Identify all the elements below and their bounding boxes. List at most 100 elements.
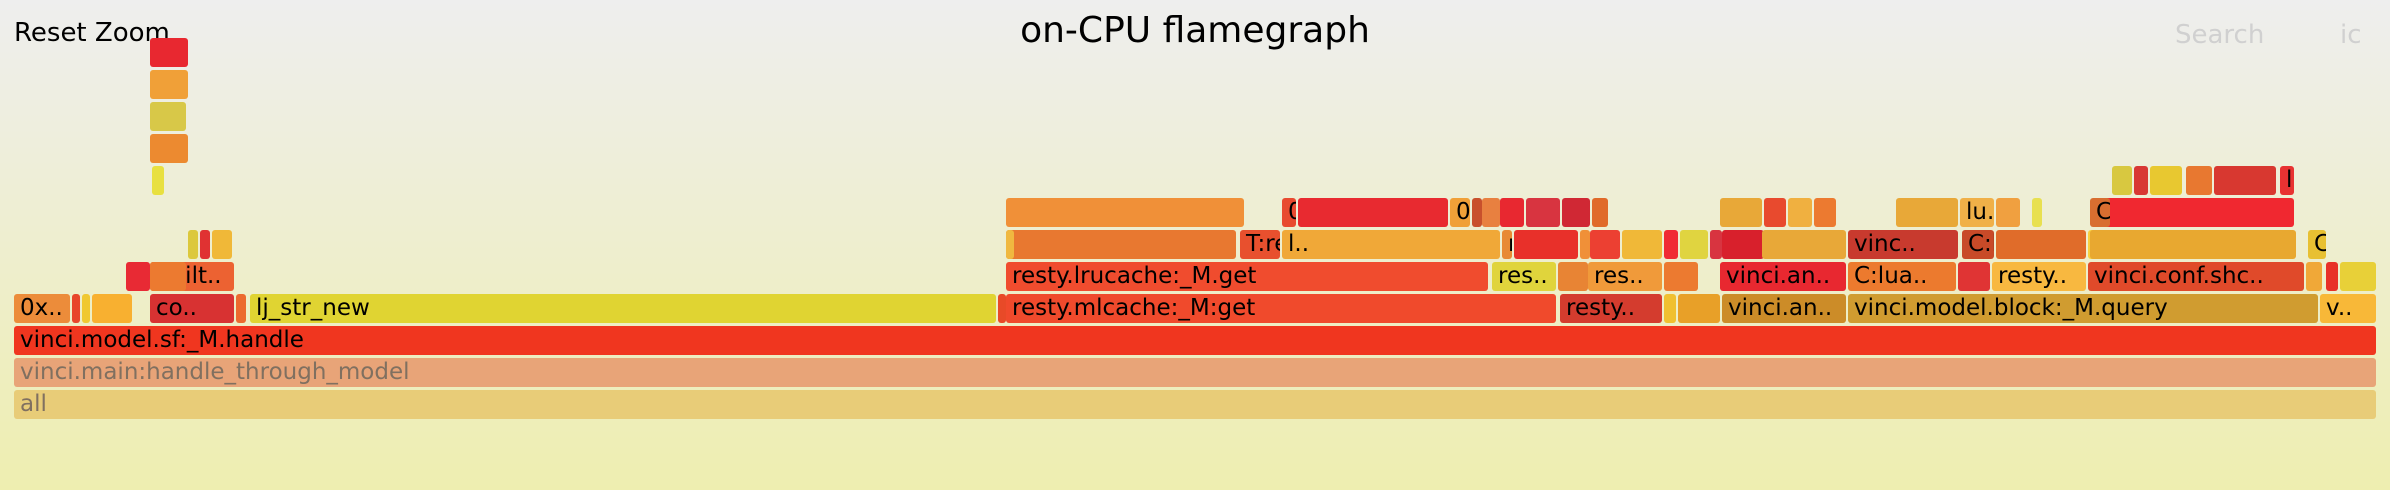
frame[interactable] xyxy=(152,166,164,195)
frame-0x7f9a845fbb1d[interactable]: 0x7f9a845fbb1d xyxy=(1282,198,1296,227)
frame[interactable] xyxy=(2214,166,2276,195)
frame-vinci-model-block-m-query[interactable]: vinci.model.block:_M.query xyxy=(1848,294,2318,323)
frame-res[interactable]: res.. xyxy=(1492,262,1556,291)
frame-all[interactable]: all xyxy=(14,390,2376,419)
frame[interactable] xyxy=(188,230,198,259)
frame[interactable] xyxy=(126,262,150,291)
frame[interactable] xyxy=(212,230,232,259)
frame[interactable] xyxy=(2186,166,2212,195)
frame[interactable] xyxy=(1680,230,1708,259)
frame[interactable] xyxy=(200,230,210,259)
frame[interactable] xyxy=(1814,198,1836,227)
frame[interactable] xyxy=(1558,262,1588,291)
frame[interactable] xyxy=(1006,198,1244,227)
frame-c-luaopen-cj[interactable]: C:luaopen_cj.. xyxy=(2308,230,2326,259)
frame[interactable] xyxy=(1500,198,1524,227)
frame[interactable] xyxy=(1958,262,1990,291)
frame-label: resty.. xyxy=(1566,295,1636,321)
frame-label: C:lua.. xyxy=(1854,263,1928,289)
frame[interactable] xyxy=(2150,166,2182,195)
frame-vinci-model-sf-m-handle[interactable]: vinci.model.sf:_M.handle xyxy=(14,326,2376,355)
frame-vinci-conf-shc[interactable]: vinci.conf.shc.. xyxy=(2088,262,2304,291)
frame-label: resty.lrucache:_M.get xyxy=(1012,263,1257,289)
frame-resty-lrucache-m-get[interactable]: resty.lrucache:_M.get xyxy=(1006,262,1488,291)
frame-v[interactable]: v.. xyxy=(2320,294,2376,323)
frame[interactable] xyxy=(2094,198,2294,227)
frame[interactable] xyxy=(2112,166,2132,195)
frame[interactable] xyxy=(150,262,186,291)
frame-label: vinci.model.sf:_M.handle xyxy=(20,327,304,353)
frame-lj-str-new[interactable]: lj_str_new xyxy=(250,294,996,323)
frame-c-lua[interactable]: C:lua.. xyxy=(1848,262,1956,291)
frame[interactable] xyxy=(1526,198,1560,227)
frame-0x[interactable]: 0x.. xyxy=(14,294,70,323)
frame[interactable] xyxy=(1472,198,1482,227)
frame[interactable] xyxy=(1664,230,1678,259)
frame[interactable] xyxy=(2306,262,2322,291)
frame-vinci-an[interactable]: vinci.an.. xyxy=(1720,262,1846,291)
frame[interactable] xyxy=(1764,198,1786,227)
frame-resty-mlcache-m-get[interactable]: resty.mlcache:_M:get xyxy=(1006,294,1556,323)
frame-resty[interactable]: resty.. xyxy=(1992,262,2086,291)
frame[interactable] xyxy=(1762,230,1846,259)
frame-label: vinci.conf.shc.. xyxy=(2094,263,2264,289)
frame[interactable] xyxy=(1664,262,1698,291)
frame-lu[interactable]: lu.. xyxy=(2280,166,2294,195)
frame[interactable] xyxy=(1788,198,1812,227)
frame-label: co.. xyxy=(156,295,197,321)
frame-res[interactable]: res.. xyxy=(1588,262,1662,291)
frame[interactable] xyxy=(1592,198,1608,227)
frame-vinc[interactable]: vinc.. xyxy=(1848,230,1958,259)
frame-label: all xyxy=(20,391,47,417)
frame-resty-lrucache[interactable]: resty.lrucache.. xyxy=(1502,230,1512,259)
frame-c-luaopen-cj[interactable]: C:luaopen_cj.. xyxy=(2090,198,2110,227)
frame[interactable] xyxy=(2340,262,2376,291)
frame-lu[interactable]: lu.. xyxy=(1960,198,1994,227)
frame-c-lua[interactable]: C:lua.. xyxy=(1962,230,1994,259)
frame[interactable] xyxy=(1896,198,1958,227)
frame-vinci-main-handle-through-model[interactable]: vinci.main:handle_through_model xyxy=(14,358,2376,387)
frame[interactable] xyxy=(150,38,188,67)
frame[interactable] xyxy=(1298,198,1448,227)
frame[interactable] xyxy=(2134,166,2148,195)
frame-vinci-an[interactable]: vinci.an.. xyxy=(1722,294,1846,323)
frame-resty[interactable]: resty.. xyxy=(1560,294,1662,323)
frame[interactable] xyxy=(1006,230,1236,259)
ignore-case-toggle[interactable]: ic xyxy=(2340,20,2362,50)
frame-l[interactable]: l.. xyxy=(1282,230,1500,259)
frame[interactable] xyxy=(2032,198,2042,227)
frame-label: C:lua.. xyxy=(1968,231,1994,257)
frame[interactable] xyxy=(150,70,188,99)
frame[interactable] xyxy=(2326,262,2338,291)
search-button[interactable]: Search xyxy=(2175,20,2265,50)
frame-t-resty-lrucache[interactable]: T:resty.lrucache.. xyxy=(1240,230,1280,259)
frame[interactable] xyxy=(1996,230,2086,259)
frame-label: vinc.. xyxy=(1854,231,1916,257)
frame[interactable] xyxy=(1710,230,1722,259)
frame-0x7f9a84[interactable]: 0x7f9a84.. xyxy=(1450,198,1470,227)
frame[interactable] xyxy=(1720,198,1762,227)
frame[interactable] xyxy=(150,134,188,163)
frame[interactable] xyxy=(998,294,1006,323)
frame[interactable] xyxy=(1514,230,1578,259)
frame[interactable] xyxy=(236,294,246,323)
page-title: on-CPU flamegraph xyxy=(1020,10,1370,51)
frame[interactable] xyxy=(1590,230,1620,259)
frame[interactable] xyxy=(1996,198,2020,227)
frame[interactable] xyxy=(1580,230,1590,259)
frame[interactable] xyxy=(1006,230,1014,259)
frame-co[interactable]: co.. xyxy=(150,294,234,323)
frame-label: res.. xyxy=(1498,263,1548,289)
frame[interactable] xyxy=(1562,198,1590,227)
reset-zoom-button[interactable]: Reset Zoom xyxy=(14,18,170,48)
frame[interactable] xyxy=(72,294,80,323)
frame[interactable] xyxy=(1678,294,1720,323)
frame[interactable] xyxy=(150,102,186,131)
frame[interactable] xyxy=(2090,230,2296,259)
frame[interactable] xyxy=(1482,198,1500,227)
frame[interactable] xyxy=(1622,230,1662,259)
frame[interactable] xyxy=(92,294,132,323)
frame[interactable] xyxy=(1722,230,1764,259)
frame[interactable] xyxy=(1664,294,1676,323)
frame[interactable] xyxy=(82,294,90,323)
